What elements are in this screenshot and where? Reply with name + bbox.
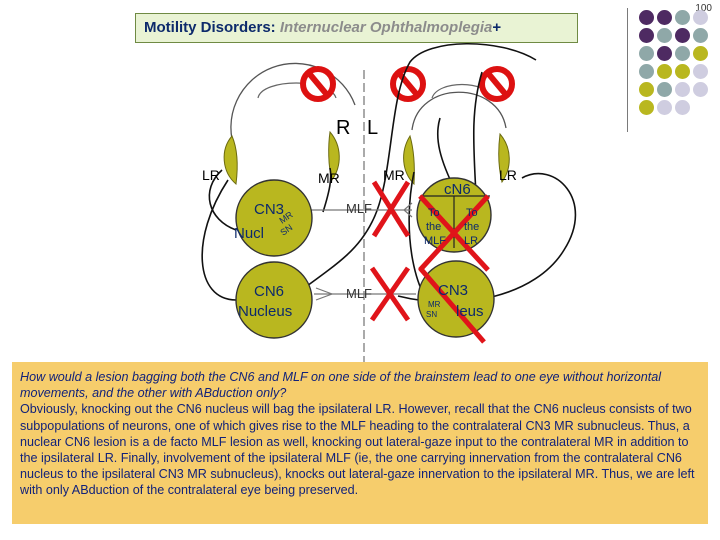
side-label-left: L xyxy=(367,117,378,139)
mr-subnucleus-label: MR xyxy=(428,300,441,309)
explanation-box: How would a lesion bagging both the CN6 … xyxy=(12,362,708,524)
nerve-pathway xyxy=(295,42,537,295)
eyeball-outline xyxy=(411,91,507,131)
cn3-right-label: CN3 xyxy=(438,282,468,299)
nerve-pathway xyxy=(322,167,332,213)
title-main: Motility Disorders: xyxy=(144,19,276,36)
cn3-nucleus-left xyxy=(235,179,313,257)
dot xyxy=(639,46,654,61)
slide-title: Motility Disorders: Internuclear Ophthal… xyxy=(135,13,578,43)
mr-label-right: MR xyxy=(383,167,405,183)
dot xyxy=(657,82,672,97)
cn6-right-label: cN6 xyxy=(444,181,471,198)
sn-subnucleus-label: SN xyxy=(426,310,437,319)
dot xyxy=(639,64,654,79)
cn3-nucleus-right xyxy=(417,260,495,338)
dot xyxy=(657,46,672,61)
cn3-left-label: CN3 xyxy=(254,201,284,218)
dot xyxy=(639,28,654,43)
eyeball-outline xyxy=(230,62,356,151)
cn6-right-label: MLF xyxy=(424,235,446,247)
cn3-right-label: leus xyxy=(456,303,484,320)
dot xyxy=(693,10,708,25)
lateral-rectus-muscle-right xyxy=(498,132,510,184)
dot xyxy=(693,28,708,43)
lr-label-right: LR xyxy=(499,167,517,183)
dot xyxy=(639,100,654,115)
mlf-lower-label: MLF xyxy=(346,286,372,301)
cn6-nucleus-left xyxy=(235,261,313,339)
lesion-x xyxy=(371,180,411,238)
lesion-x xyxy=(418,194,490,272)
cn6-right-label: the xyxy=(426,221,441,233)
cn6-right-label: LR xyxy=(464,235,478,247)
dot xyxy=(657,28,672,43)
cn6-right-label: To xyxy=(466,207,478,219)
dot xyxy=(693,46,708,61)
lr-label-left: LR xyxy=(202,167,220,183)
dot xyxy=(675,10,690,25)
lateral-rectus-muscle-left xyxy=(223,135,238,185)
arrowhead xyxy=(403,202,413,218)
dot xyxy=(675,46,690,61)
dot xyxy=(675,28,690,43)
medial-rectus-muscle-right xyxy=(403,134,415,186)
cn6-right-label: To xyxy=(428,207,440,219)
lesion-x xyxy=(418,266,486,344)
slide-number: 100 xyxy=(695,3,712,14)
title-sub: Internuclear Ophthalmoplegia xyxy=(279,19,493,36)
nerve-pathway xyxy=(208,169,237,231)
cn6-left-label: CN6 xyxy=(254,283,284,300)
cn6-left-label: Nucleus xyxy=(238,303,292,320)
side-label-right: R xyxy=(336,117,350,139)
cn3-left-label: Nucl xyxy=(234,225,264,242)
mr-label-left: MR xyxy=(318,170,340,186)
medial-rectus-muscle-left xyxy=(328,130,340,182)
decorative-divider xyxy=(627,8,628,132)
dot xyxy=(693,64,708,79)
nerve-pathway xyxy=(472,71,483,197)
dot xyxy=(657,10,672,25)
dot xyxy=(639,10,654,25)
dot xyxy=(675,82,690,97)
nerve-pathway xyxy=(201,179,237,301)
mlf-upper-label: MLF xyxy=(346,201,372,216)
block-symbol xyxy=(300,66,336,102)
lesion-x xyxy=(369,266,411,322)
dot xyxy=(693,82,708,97)
dot xyxy=(675,100,690,115)
block-symbol xyxy=(390,66,426,102)
dot xyxy=(675,64,690,79)
question-text: How would a lesion bagging both the CN6 … xyxy=(20,370,662,401)
ino-pathway-diagram: R L LR MR MR LR CN3 Nucl MR SN CN6 Nucle… xyxy=(201,42,577,362)
block-symbol xyxy=(479,66,515,102)
dot xyxy=(639,82,654,97)
title-plus: + xyxy=(492,19,502,36)
cn6-right-label: the xyxy=(464,221,479,233)
dot xyxy=(657,64,672,79)
answer-text: Obviously, knocking out the CN6 nucleus … xyxy=(20,402,695,498)
arrowhead xyxy=(315,287,334,301)
dot xyxy=(657,100,672,115)
